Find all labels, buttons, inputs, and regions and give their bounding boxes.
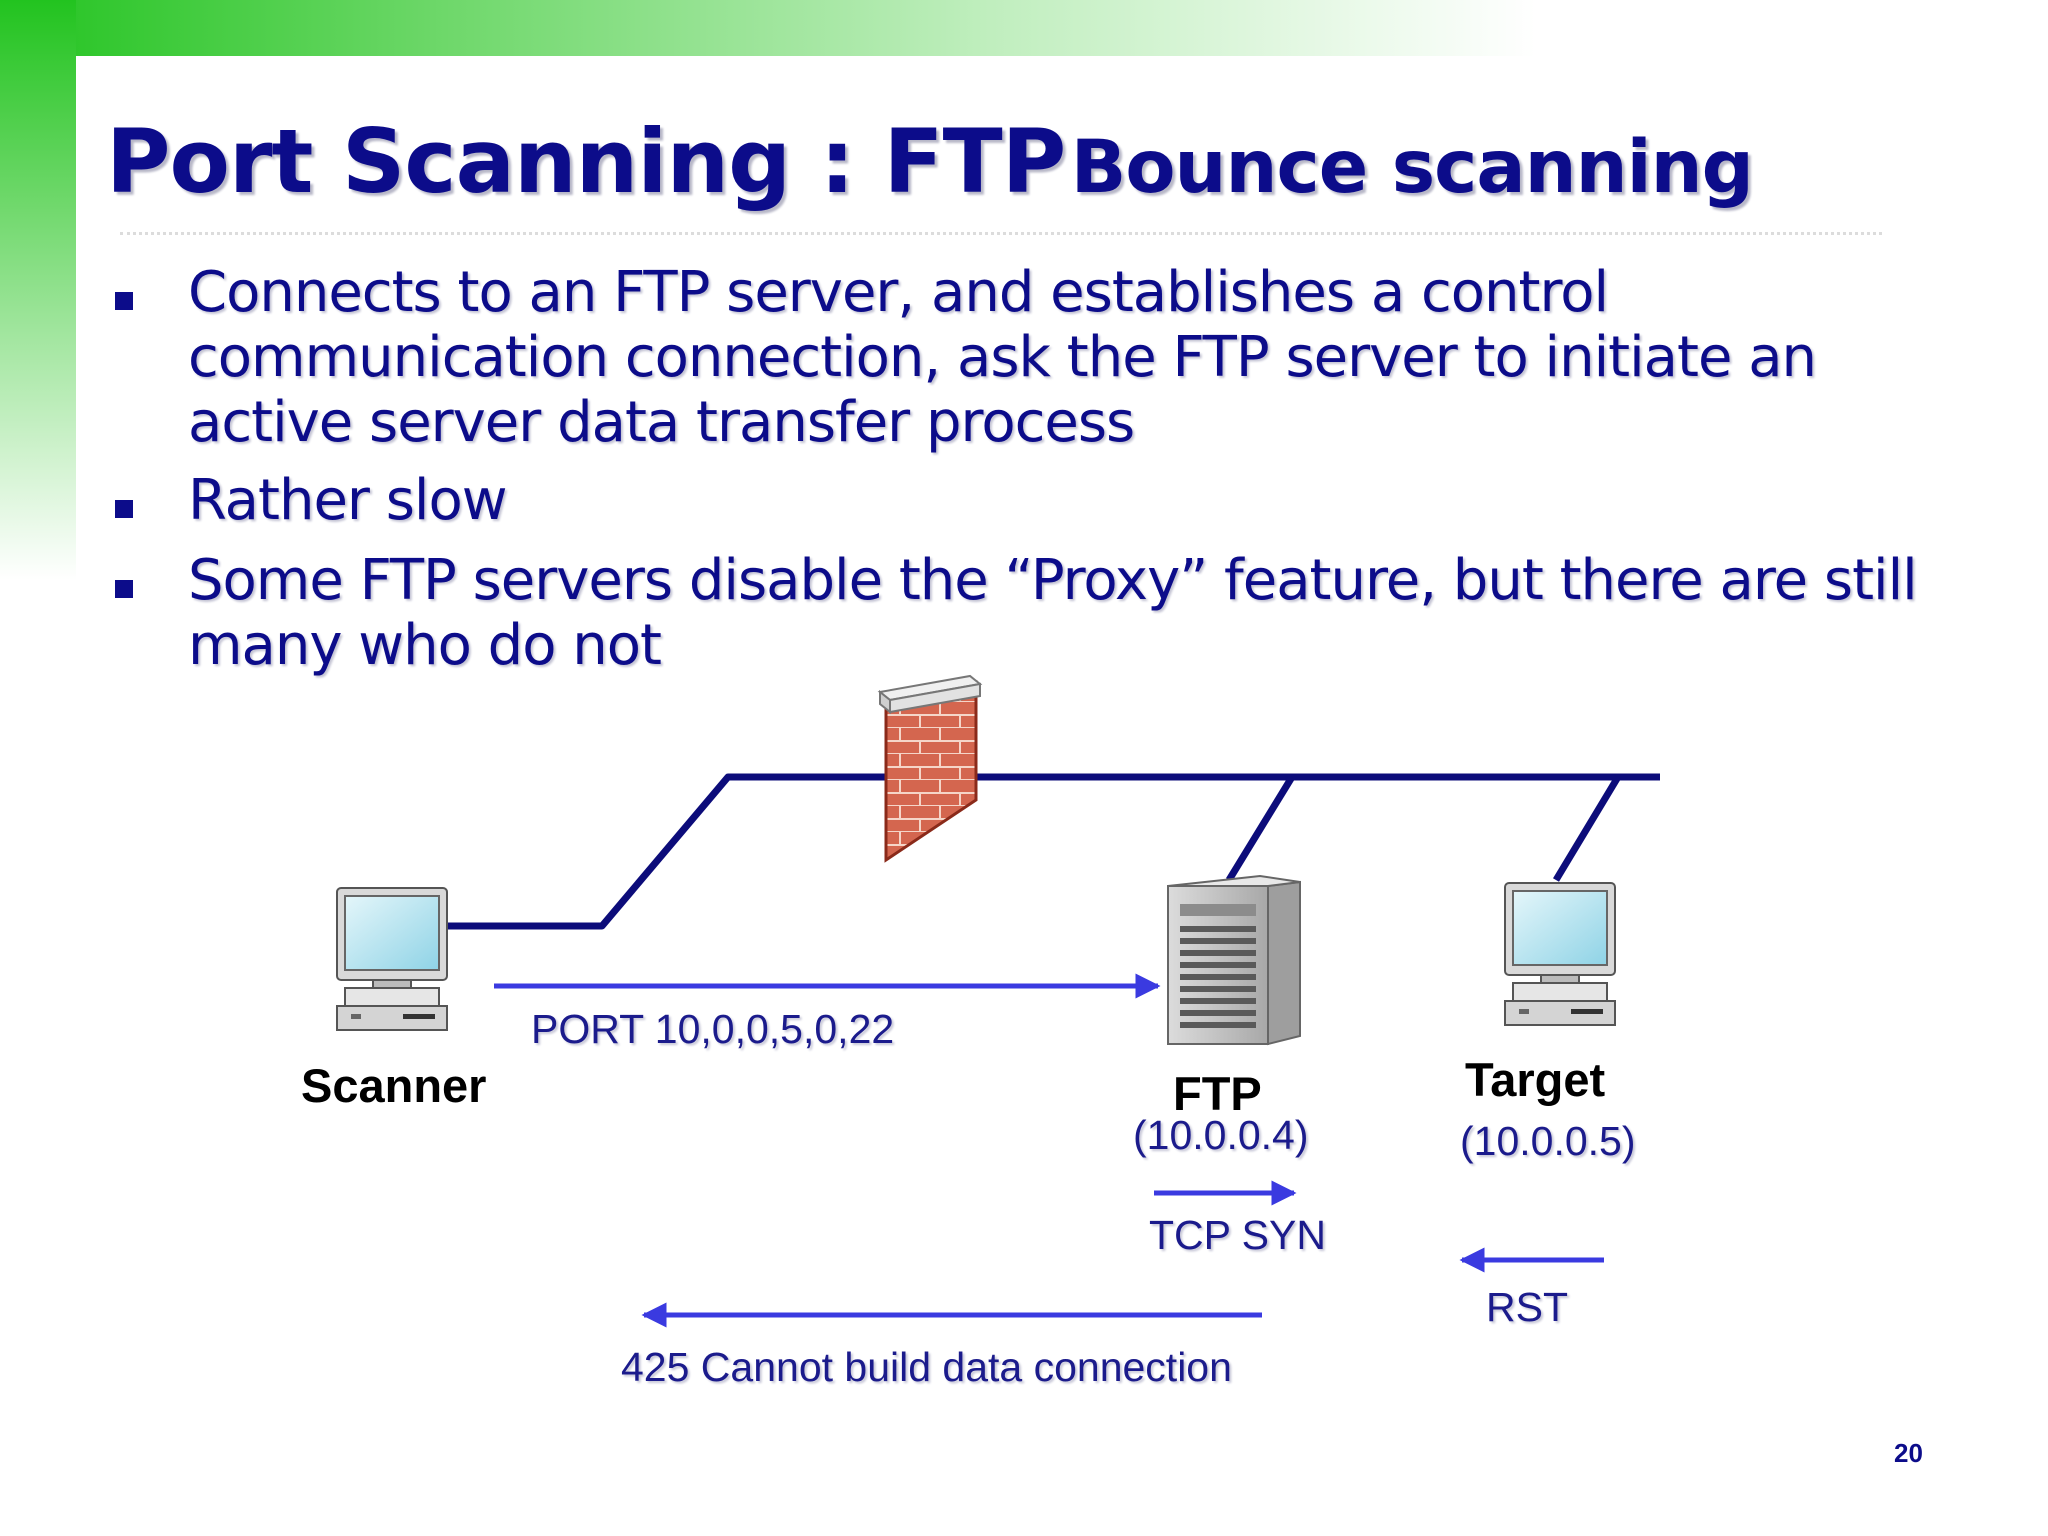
firewall-icon xyxy=(877,674,983,863)
bullet-marker xyxy=(115,500,133,518)
bullet-3-line-1: Some FTP servers disable the “Proxy” fea… xyxy=(188,548,1918,613)
port-command-label: PORT 10,0,0,5,0,22 xyxy=(531,1006,895,1052)
title-sub: Bounce scanning xyxy=(1070,125,1754,210)
page-number: 20 xyxy=(1894,1438,1923,1468)
top-gradient-band xyxy=(0,0,2048,56)
bullet-2-line-1: Rather slow xyxy=(188,468,508,533)
tcp-syn-label: TCP SYN xyxy=(1149,1212,1326,1258)
target-ip-label: (10.0.0.5) xyxy=(1460,1118,1636,1164)
network-line xyxy=(443,773,1660,930)
slide-title: Port Scanning : FTP Bounce scanning xyxy=(106,118,1754,206)
ftp-ip-label: (10.0.0.4) xyxy=(1133,1112,1309,1158)
left-gradient-band xyxy=(0,0,76,580)
bullet-marker xyxy=(115,292,133,310)
desktop-computer-icon xyxy=(336,887,448,1031)
bullet-1-line-1: Connects to an FTP server, and establish… xyxy=(188,260,1609,325)
ftp-label: FTP xyxy=(1173,1067,1262,1120)
server-tower-icon xyxy=(1167,874,1301,1046)
rst-label: RST xyxy=(1486,1284,1568,1330)
title-main: Port Scanning : FTP xyxy=(106,110,1066,213)
target-label: Target xyxy=(1465,1053,1606,1106)
scanner-label: Scanner xyxy=(301,1059,487,1112)
bullet-3-line-2: many who do not xyxy=(188,613,662,678)
desktop-computer-icon xyxy=(1504,882,1616,1026)
message-arrow xyxy=(494,973,1604,1328)
title-divider xyxy=(120,232,1882,235)
bullet-1-line-3: active server data transfer process xyxy=(188,390,1135,455)
bullet-marker xyxy=(115,580,133,598)
error-425-label: 425 Cannot build data connection xyxy=(621,1344,1232,1390)
bullet-1-line-2: communication connection, ask the FTP se… xyxy=(188,325,1817,390)
